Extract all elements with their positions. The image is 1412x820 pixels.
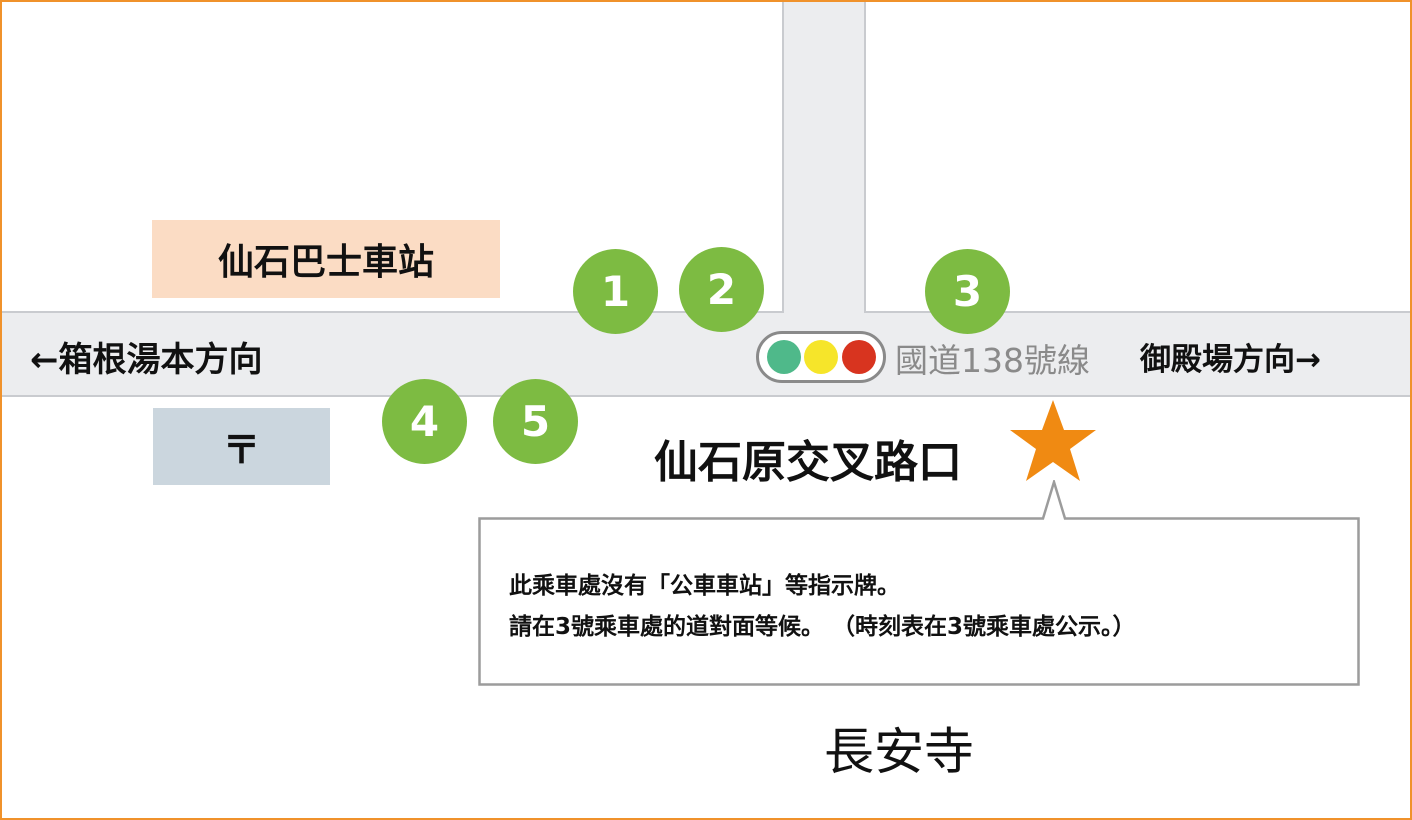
bus-stop-3-marker[interactable]: 3 xyxy=(925,249,1010,334)
note-line-1: 此乘車處沒有「公車車站」等指示牌。 xyxy=(509,573,900,599)
signal-yellow-lamp xyxy=(804,340,838,374)
bus-stop-number: 1 xyxy=(600,267,631,316)
bus-stop-number: 3 xyxy=(952,267,983,316)
direction-hakone-yumoto: ←箱根湯本方向 xyxy=(30,340,263,380)
bus-stop-number: 4 xyxy=(409,397,440,446)
traffic-light-icon xyxy=(756,331,886,383)
info-callout xyxy=(478,480,1360,686)
bus-stop-4-marker[interactable]: 4 xyxy=(382,379,467,464)
bus-stop-5-marker[interactable]: 5 xyxy=(493,379,578,464)
note-line-2: 請在3號乘車處的道對面等候。 （時刻表在3號乘車處公示。） xyxy=(509,614,1136,640)
intersection-name: 仙石原交叉路口 xyxy=(654,437,962,488)
direction-gotemba: 御殿場方向→ xyxy=(1140,342,1321,378)
sengoku-bus-station[interactable]: 仙石巴士車站 xyxy=(152,220,500,298)
route-138-label: 國道138號線 xyxy=(895,341,1090,380)
chōanji-temple-label: 長安寺 xyxy=(824,723,974,781)
side-road xyxy=(782,2,866,313)
road-junction xyxy=(784,302,864,322)
bus-stop-number: 5 xyxy=(520,397,551,446)
signal-red-lamp xyxy=(841,340,876,374)
bus-station-label: 仙石巴士車站 xyxy=(217,242,434,283)
bus-stop-2-marker[interactable]: 2 xyxy=(679,247,764,332)
signal-green-lamp xyxy=(766,340,801,374)
post-office-icon: 〒 xyxy=(153,408,330,485)
star-icon xyxy=(1010,400,1096,481)
post-office-symbol: 〒 xyxy=(222,428,261,472)
bus-stop-number: 2 xyxy=(706,265,737,314)
bus-stop-1-marker[interactable]: 1 xyxy=(573,249,658,334)
